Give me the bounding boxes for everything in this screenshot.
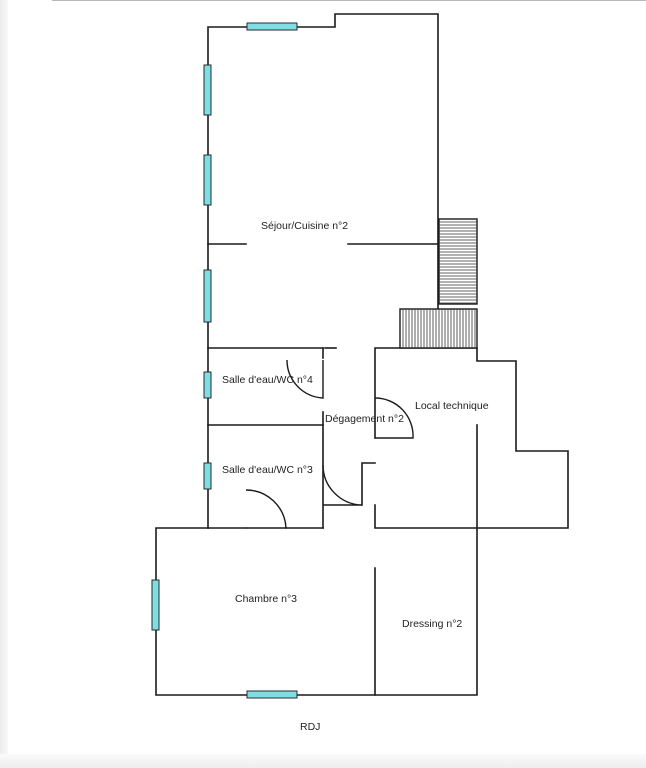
stairs-lower: [399, 308, 478, 349]
door-bath4: [286, 359, 324, 399]
room-label-chambre3: Chambre n°3: [235, 593, 297, 605]
stairs-upper: [438, 218, 478, 305]
top-rule: [52, 0, 646, 1]
door-bath3: [245, 489, 287, 529]
wall-chambre-outer: [155, 527, 478, 696]
door-local: [374, 397, 414, 439]
room-label-sdeau4: Salle d'eau/WC n°4: [222, 374, 313, 386]
doors: [245, 359, 414, 529]
room-label-sejour: Séjour/Cuisine n°2: [261, 220, 348, 232]
window-bath3: [203, 462, 212, 490]
window-top: [246, 22, 298, 31]
window-bath4: [203, 371, 212, 399]
door-degagement: [322, 464, 363, 506]
wall-corridor-stub: [361, 462, 376, 506]
page-left-edge: [0, 0, 8, 768]
room-labels: Séjour/Cuisine n°2 Salle d'eau/WC n°4 Dé…: [222, 220, 489, 630]
room-label-local: Local technique: [415, 400, 489, 412]
window-left-1: [203, 64, 212, 116]
window-left-2: [203, 154, 212, 206]
level-label: RDJ: [300, 721, 320, 733]
room-label-dressing2: Dressing n°2: [402, 618, 462, 630]
room-label-degagement: Dégagement n°2: [325, 413, 404, 425]
window-chambre-bottom: [246, 690, 298, 699]
window-chambre-left: [151, 579, 160, 631]
room-label-sdeau3: Salle d'eau/WC n°3: [222, 464, 313, 476]
window-left-3: [203, 269, 212, 323]
windows: [151, 22, 298, 699]
walls: [155, 13, 569, 696]
page-bottom-edge: [0, 754, 646, 768]
